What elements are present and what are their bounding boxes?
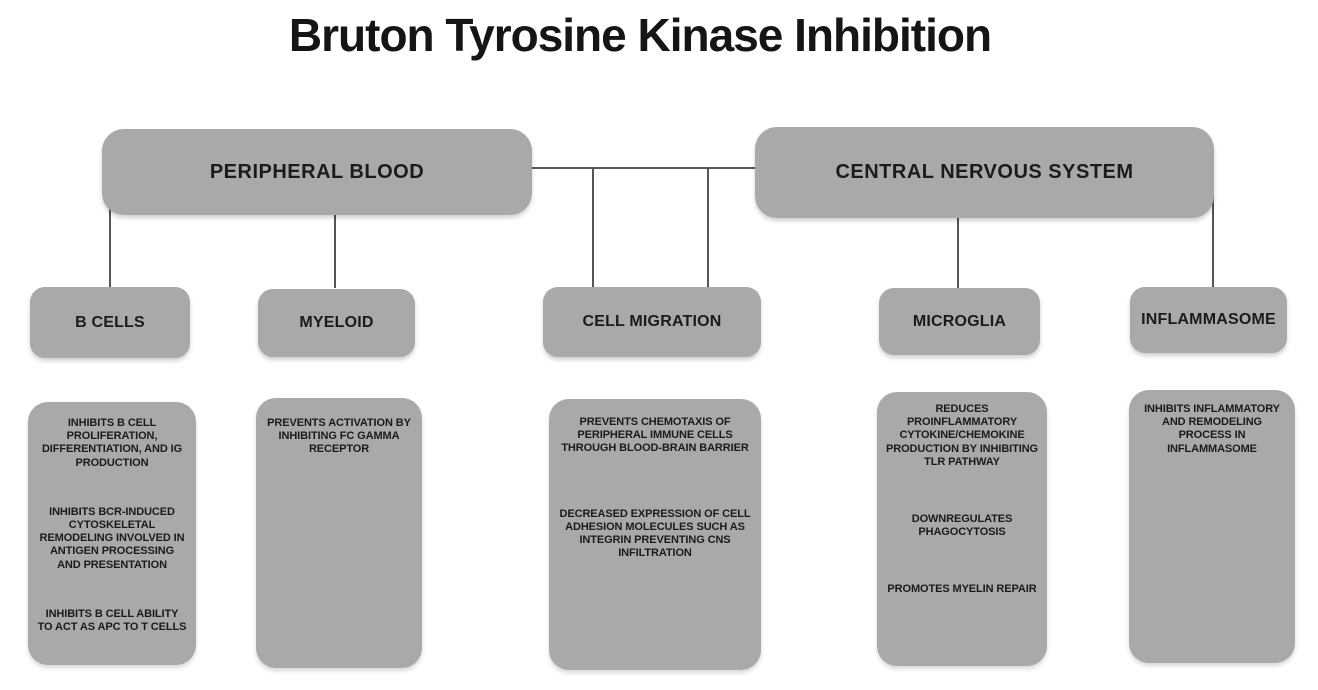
detail-cell-migration-item-2: DECREASED EXPRESSION OF CELL ADHESION MO… bbox=[559, 507, 751, 560]
node-microglia: MICROGLIA bbox=[879, 288, 1040, 355]
detail-box-cell-migration: PREVENTS CHEMOTAXIS OF PERIPHERAL IMMUNE… bbox=[549, 399, 761, 670]
detail-b-cells-item-2: INHIBITS BCR-INDUCED CYTOSKELETAL REMODE… bbox=[39, 505, 185, 571]
connector-peripheral-to-b-cells bbox=[109, 170, 111, 288]
connector-right-to-cell-migration bbox=[707, 168, 709, 288]
node-microglia-label: MICROGLIA bbox=[912, 312, 1007, 330]
detail-myeloid-item-1: PREVENTS ACTIVATION BY INHIBITING FC GAM… bbox=[267, 417, 411, 456]
detail-microglia-item-2: DOWNREGULATES PHAGOCYTOSIS bbox=[911, 512, 1013, 539]
node-b-cells-label: B CELLS bbox=[75, 313, 145, 331]
connector-peripheral-to-myeloid bbox=[334, 170, 336, 288]
node-peripheral-blood-label: PERIPHERAL BLOOD bbox=[209, 160, 425, 183]
detail-box-inflammasome: INHIBITS INFLAMMATORY AND REMODELING PRO… bbox=[1129, 390, 1295, 663]
detail-box-b-cells: INHIBITS B CELL PROLIFERATION, DIFFERENT… bbox=[28, 402, 196, 665]
detail-microglia-item-3: PROMOTES MYELIN REPAIR bbox=[887, 583, 1037, 596]
connector-left-to-cell-migration bbox=[592, 168, 594, 288]
diagram-title: Bruton Tyrosine Kinase Inhibition bbox=[288, 9, 992, 61]
node-inflammasome: INFLAMMASOME bbox=[1130, 287, 1287, 353]
detail-microglia-item-1: REDUCES PROINFLAMMATORY CYTOKINE/CHEMOKI… bbox=[885, 403, 1038, 468]
detail-box-myeloid: PREVENTS ACTIVATION BY INHIBITING FC GAM… bbox=[256, 398, 422, 668]
node-myeloid-label: MYELOID bbox=[299, 314, 374, 331]
detail-inflammasome-item-1: INHIBITS INFLAMMATORY AND REMODELING PRO… bbox=[1144, 403, 1280, 455]
node-cell-migration-label: CELL MIGRATION bbox=[582, 313, 722, 330]
node-myeloid: MYELOID bbox=[258, 289, 415, 357]
node-b-cells: B CELLS bbox=[30, 287, 190, 358]
node-inflammasome-label: INFLAMMASOME bbox=[1141, 311, 1276, 328]
detail-box-microglia: REDUCES PROINFLAMMATORY CYTOKINE/CHEMOKI… bbox=[877, 392, 1047, 666]
connector-peripheral-to-cns bbox=[530, 167, 757, 169]
connector-cns-to-inflammasome bbox=[1212, 170, 1214, 288]
detail-cell-migration-item-1: PREVENTS CHEMOTAXIS OF PERIPHERAL IMMUNE… bbox=[561, 416, 749, 455]
detail-b-cells-item-1: INHIBITS B CELL PROLIFERATION, DIFFERENT… bbox=[41, 417, 183, 469]
node-central-nervous-system: CENTRAL NERVOUS SYSTEM bbox=[755, 127, 1214, 218]
detail-b-cells-item-3: INHIBITS B CELL ABILITY TO ACT AS APC TO… bbox=[37, 607, 187, 633]
node-cell-migration: CELL MIGRATION bbox=[543, 287, 761, 357]
node-central-nervous-system-label: CENTRAL NERVOUS SYSTEM bbox=[835, 161, 1134, 183]
connector-cns-to-microglia bbox=[957, 170, 959, 288]
node-peripheral-blood: PERIPHERAL BLOOD bbox=[102, 129, 532, 215]
